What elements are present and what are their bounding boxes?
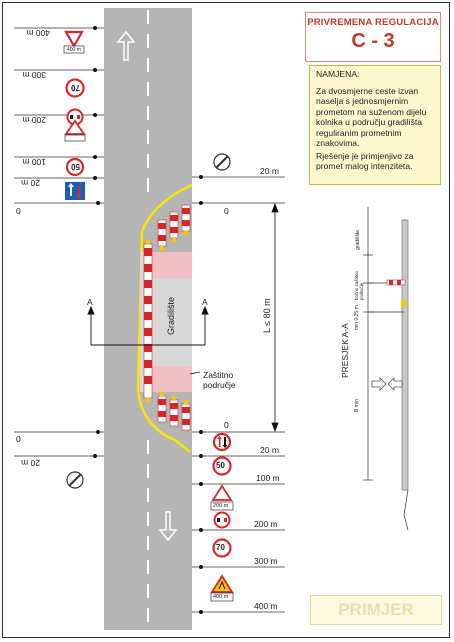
- protection-zone-top: [150, 252, 192, 278]
- end-of-restriction-sign-icon: [213, 153, 231, 171]
- section-bocno: bočno zaštitno područje: [354, 270, 364, 300]
- header-subtitle: PRIVREMENA REGULACIJA: [307, 17, 439, 28]
- right-distance-label: 0: [224, 206, 229, 216]
- section-traffic-arrows-icon: [371, 377, 403, 391]
- protection-zone-label: Zaštitno područje: [203, 370, 236, 390]
- direction-arrow-up-icon: [116, 30, 136, 61]
- header-code: C - 3: [351, 30, 395, 52]
- yield-plate-text: 400 m: [67, 47, 81, 53]
- left-distance-label: 400 m: [26, 28, 50, 38]
- example-label: PRIMJER: [310, 595, 442, 625]
- speed-limit-50-sign-icon: [65, 157, 85, 177]
- right-distance-label: 400 m: [254, 601, 278, 611]
- section-marker-right: A: [202, 297, 208, 307]
- speed-limit-70-sign-icon: [212, 538, 232, 558]
- title-box: PRIVREMENA REGULACIJA C - 3: [305, 12, 441, 62]
- right-distance-label: 300 m: [254, 556, 278, 566]
- purpose-box: NAMJENA: Za dvosmjerne ceste izvan nasel…: [309, 65, 441, 185]
- site-label: Gradilište: [166, 296, 176, 335]
- direction-arrow-down-icon: [158, 511, 178, 542]
- left-distance-label: 300 m: [22, 70, 46, 80]
- left-speed-50-text: 50: [71, 162, 80, 171]
- left-speed-70-text: 70: [71, 83, 80, 92]
- no-overtaking-sign-icon: [213, 511, 231, 529]
- section-gradiliste: gradilište: [355, 229, 361, 250]
- drawing-frame: [2, 2, 450, 638]
- left-distance-label: 200 m: [22, 115, 46, 125]
- right-distance-lines: [192, 176, 285, 613]
- end-of-restriction-sign-icon: [66, 471, 84, 489]
- right-distance-label: 0: [224, 420, 229, 430]
- section-barrier: [386, 279, 406, 307]
- purpose-heading: NAMJENA:: [316, 69, 360, 79]
- yield-sign-icon: [63, 30, 85, 54]
- protection-zone-bottom: [150, 366, 192, 392]
- right-distance-label: 200 m: [254, 519, 278, 529]
- barrier-upper-taper: [145, 204, 191, 251]
- left-distance-label: 0: [16, 434, 21, 444]
- right-distance-label: 20 m: [260, 445, 279, 455]
- speed-limit-50-sign-icon: [212, 456, 232, 476]
- purpose-text-2: Rješenje je primjenjivo za promet malog …: [316, 150, 414, 172]
- left-distance-label: 20 m: [21, 178, 40, 188]
- left-distance-label: 20 m: [21, 458, 40, 468]
- section-marker-left: A: [87, 297, 93, 307]
- length-label: L ≤ 80 m: [262, 298, 272, 333]
- right-distance-label: 20 m: [260, 166, 279, 176]
- section-min: min 0,25 m: [354, 305, 360, 330]
- cross-section-drawing: [363, 207, 409, 531]
- narrowing-warning-sign-icon: [64, 119, 86, 142]
- roadworks-warning-sign-icon: [210, 574, 234, 602]
- right-distance-label: 100 m: [256, 473, 280, 483]
- left-distance-label: 0: [16, 206, 21, 216]
- right-speed-50-text: 50: [216, 461, 225, 470]
- section-line-a-a: [87, 305, 209, 346]
- roadworks-plate-text: 400 m: [213, 594, 229, 600]
- barrier-longitudinal: [143, 243, 153, 399]
- left-distance-label: 100 m: [22, 157, 46, 167]
- left-post-dots: [93, 26, 100, 458]
- right-post-dots: [199, 175, 203, 614]
- yellow-guide-line: [136, 183, 193, 453]
- right-speed-70-text: 70: [216, 543, 225, 552]
- purpose-text-1: Za dvosmjerne ceste izvan naselja s jedn…: [316, 85, 427, 149]
- priority-oncoming-sign-icon: [65, 182, 85, 200]
- priority-to-oncoming-sign-icon: [212, 432, 232, 452]
- section-bmin: B min: [354, 399, 360, 412]
- narrowing-warning-sign-icon: [210, 484, 234, 511]
- speed-limit-70-sign-icon: [65, 78, 85, 98]
- length-dimension: [271, 202, 279, 433]
- left-distance-lines: [14, 27, 104, 457]
- barrier-lower-taper: [145, 391, 191, 431]
- section-title: PRESJEK A-A: [340, 323, 350, 378]
- narrowing-plate-text: 200 m: [213, 503, 229, 509]
